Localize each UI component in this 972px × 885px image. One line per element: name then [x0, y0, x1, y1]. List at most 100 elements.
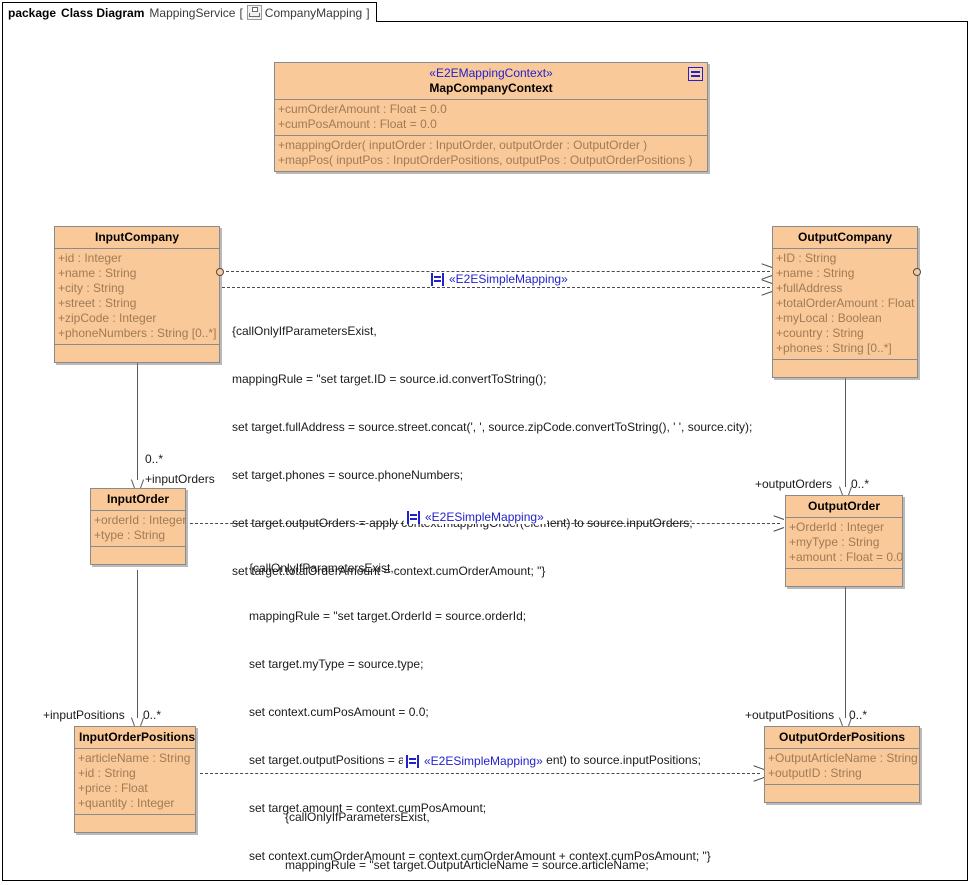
- attribute-row: +country : String: [776, 326, 864, 340]
- note-line: {callOnlyIfParametersExist,: [249, 561, 394, 575]
- attribute-row: +ID : String: [776, 251, 837, 265]
- package-name-label: MappingService: [149, 5, 236, 20]
- association-output-company-to-output-order[interactable]: [845, 372, 846, 487]
- mapping-link-company-lower[interactable]: [222, 287, 770, 288]
- attributes-compartment: +articleName : String +id : String +pric…: [75, 749, 195, 815]
- attributes-compartment: +ID : String +name : String +fullAddress…: [773, 249, 917, 360]
- class-diagram-icon: [246, 5, 262, 20]
- attribute-row: +phoneNumbers : String [0..*]: [58, 326, 217, 340]
- mapping-stereotype-label: «E2ESimpleMapping»: [449, 272, 568, 286]
- class-output-order-positions[interactable]: OutputOrderPositions +OutputArticleName …: [764, 726, 920, 803]
- note-line: set target.phones = source.phoneNumbers;: [232, 468, 464, 482]
- association-input-order-to-input-positions[interactable]: [137, 570, 138, 718]
- attribute-row: +outputID : String: [768, 766, 862, 780]
- class-map-company-context[interactable]: «E2EMappingContext» MapCompanyContext +c…: [274, 62, 708, 172]
- class-input-company[interactable]: InputCompany +id : Integer +name : Strin…: [54, 226, 220, 363]
- class-name: InputOrderPositions: [79, 730, 196, 744]
- association-output-order-to-output-positions[interactable]: [845, 580, 846, 718]
- attribute-row: +articleName : String: [78, 751, 191, 765]
- association-role-output-orders: +outputOrders: [755, 477, 833, 491]
- operations-compartment: [91, 547, 185, 564]
- diagram-kind-label: Class Diagram: [61, 5, 145, 20]
- attribute-row: +price : Float: [78, 781, 148, 795]
- mapping-stereotype-label: «E2ESimpleMapping»: [425, 510, 544, 524]
- mapping-socket-company-upper: [216, 268, 224, 276]
- diagram-name-label: CompanyMapping: [264, 5, 363, 20]
- class-name: MapCompanyContext: [429, 81, 553, 95]
- class-header: OutputOrderPositions: [765, 727, 919, 749]
- attribute-row: +name : String: [776, 266, 855, 280]
- simple-mapping-icon: [406, 754, 419, 768]
- attributes-compartment: +id : Integer +name : String +city : Str…: [55, 249, 219, 345]
- mapping-link-company-upper[interactable]: [226, 271, 770, 272]
- note-line: set target.myType = source.type;: [249, 657, 424, 671]
- attribute-row: +myType : String: [789, 535, 880, 549]
- association-multiplicity-output-positions: 0..*: [849, 708, 868, 722]
- operations-compartment: [786, 569, 902, 586]
- class-header: «E2EMappingContext» MapCompanyContext: [275, 63, 707, 100]
- attribute-row: +type : String: [94, 528, 166, 542]
- class-name: OutputCompany: [798, 230, 892, 244]
- note-line: set context.cumPosAmount = 0.0;: [249, 705, 429, 719]
- attribute-row: +cumPosAmount : Float = 0.0: [278, 117, 437, 131]
- class-stereotype: «E2EMappingContext»: [429, 66, 553, 80]
- mapping-stereotype-order[interactable]: «E2ESimpleMapping»: [404, 510, 547, 524]
- attribute-row: +street : String: [58, 296, 137, 310]
- attribute-row: +zipCode : Integer: [58, 311, 157, 325]
- attribute-row: +fullAddress: [776, 281, 843, 295]
- class-header: InputCompany: [55, 227, 219, 249]
- attribute-row: +totalOrderAmount : Float: [776, 296, 915, 310]
- association-role-input-positions: +inputPositions: [43, 708, 125, 722]
- attributes-compartment: +orderId : Integer +type : String: [91, 511, 187, 547]
- attribute-row: +id : Integer: [58, 251, 122, 265]
- note-line: {callOnlyIfParametersExist,: [285, 810, 430, 824]
- simple-mapping-icon: [407, 510, 420, 524]
- class-input-order-positions[interactable]: InputOrderPositions +articleName : Strin…: [74, 726, 196, 833]
- note-line: mappingRule = "set target.ID = source.id…: [232, 372, 547, 386]
- mapping-stereotype-label: «E2ESimpleMapping»: [424, 754, 543, 768]
- attributes-compartment: +cumOrderAmount : Float = 0.0 +cumPosAmo…: [275, 100, 707, 136]
- attribute-row: +name : String: [58, 266, 137, 280]
- note-line: set context.cumOrderAmount = context.cum…: [249, 849, 711, 863]
- class-name: InputCompany: [95, 230, 179, 244]
- class-output-company[interactable]: OutputCompany +ID : String +name : Strin…: [772, 226, 918, 378]
- class-header: OutputCompany: [773, 227, 917, 249]
- attribute-row: +OrderId : Integer: [789, 520, 885, 534]
- note-line: mappingRule = "set target.OrderId = sour…: [249, 609, 527, 623]
- mapping-note-company: {callOnlyIfParametersExist, mappingRule …: [232, 291, 752, 611]
- mapping-stereotype-company[interactable]: «E2ESimpleMapping»: [428, 272, 571, 286]
- association-multiplicity-input-positions: 0..*: [143, 708, 162, 722]
- class-name: InputOrder: [107, 492, 169, 506]
- class-input-order[interactable]: InputOrder +orderId : Integer +type : St…: [90, 488, 186, 565]
- attribute-row: +cumOrderAmount : Float = 0.0: [278, 102, 447, 116]
- bracket-close: ]: [366, 5, 370, 20]
- class-name: OutputOrder: [808, 499, 880, 513]
- package-header-tab: package Class Diagram MappingService [ C…: [2, 2, 377, 22]
- mapping-link-positions[interactable]: [200, 773, 760, 774]
- association-multiplicity-input-orders: 0..*: [145, 452, 164, 466]
- class-header: InputOrderPositions: [75, 727, 195, 749]
- attribute-row: +city : String: [58, 281, 125, 295]
- association-role-output-positions: +outputPositions: [745, 708, 835, 722]
- attribute-row: +quantity : Integer: [78, 796, 175, 810]
- class-header: OutputOrder: [786, 496, 902, 518]
- association-multiplicity-output-orders: 0..*: [851, 477, 870, 491]
- package-keyword: package: [8, 5, 57, 20]
- attribute-row: +phones : String [0..*]: [776, 341, 892, 355]
- attribute-row: +orderId : Integer: [94, 513, 187, 527]
- class-output-order[interactable]: OutputOrder +OrderId : Integer +myType :…: [785, 495, 903, 587]
- note-line: {callOnlyIfParametersExist,: [232, 324, 377, 338]
- operations-compartment: [75, 815, 195, 832]
- mapping-stereotype-positions[interactable]: «E2ESimpleMapping»: [403, 754, 546, 768]
- attributes-compartment: +OutputArticleName : String +outputID : …: [765, 749, 919, 785]
- operation-row: +mapPos( inputPos : InputOrderPositions,…: [278, 153, 693, 167]
- note-line: set target.fullAddress = source.street.c…: [232, 420, 753, 434]
- note-line: set target.amount = context.cumPosAmount…: [249, 801, 487, 815]
- association-input-company-to-input-order[interactable]: [137, 362, 138, 480]
- operations-compartment: [773, 360, 917, 377]
- association-role-input-orders: +inputOrders: [145, 472, 215, 486]
- bracket-open: [: [239, 5, 243, 20]
- operations-compartment: [55, 345, 219, 362]
- operations-compartment: [765, 785, 919, 802]
